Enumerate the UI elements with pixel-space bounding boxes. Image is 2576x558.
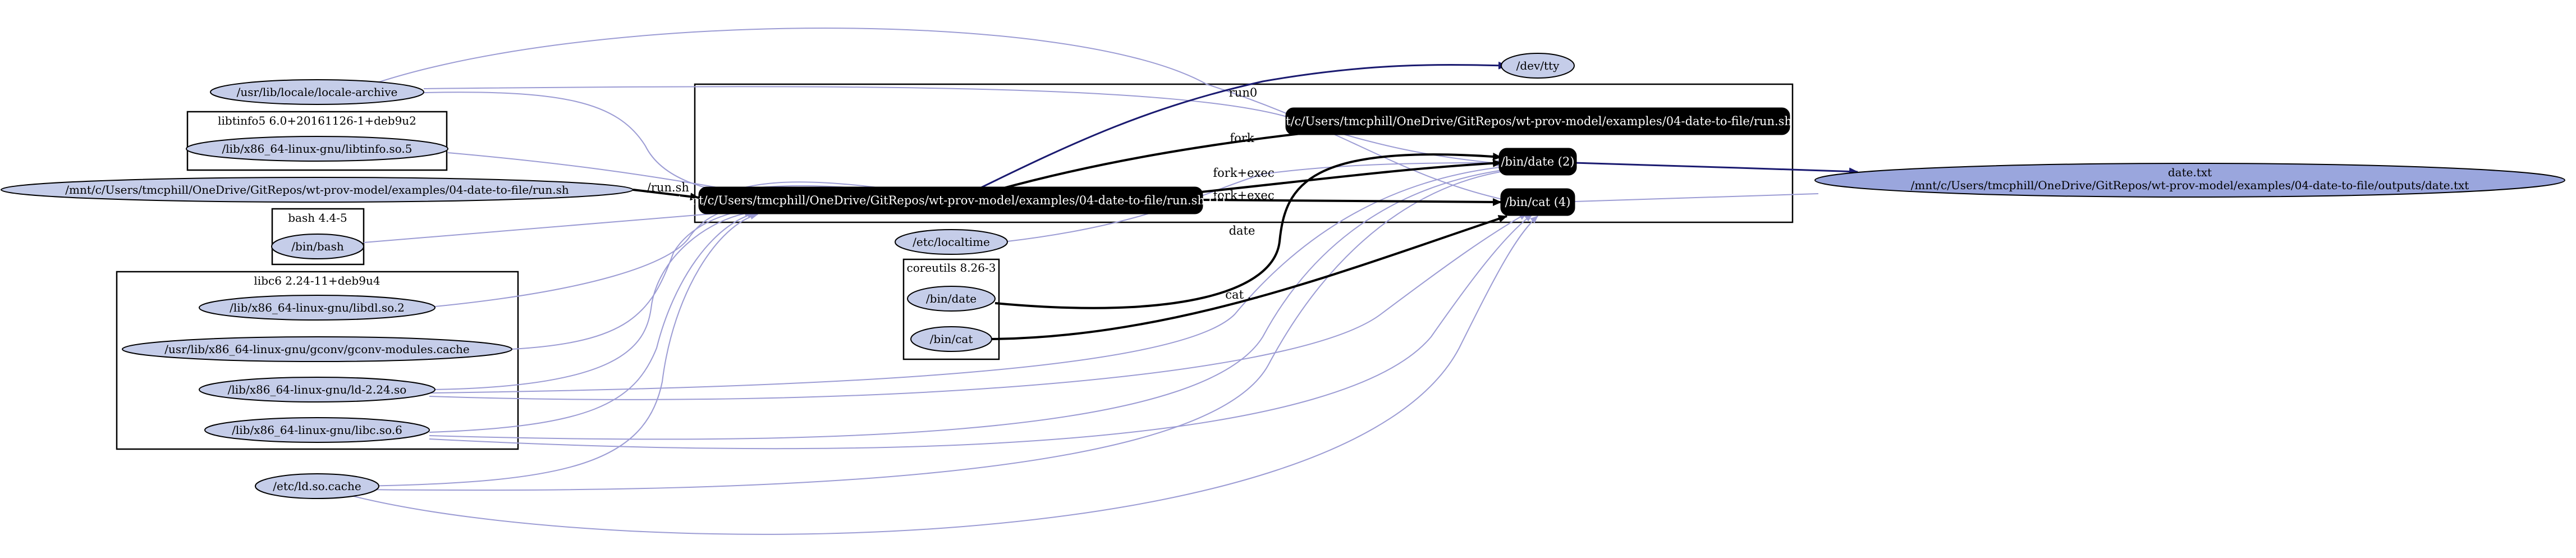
write-edges bbox=[976, 61, 1858, 191]
file-node-localtime[interactable]: /etc/localtime bbox=[895, 229, 1008, 255]
cluster-coreutils-label: coreutils 8.26-3 bbox=[907, 261, 996, 275]
edge-p1-forkexec-date bbox=[1200, 159, 1502, 193]
file-node-libdl[interactable]: /lib/x86_64-linux-gnu/libdl.so.2 bbox=[199, 295, 436, 321]
cluster-bash: bash 4.4-5 bbox=[271, 208, 365, 266]
file-node-locale-archive[interactable]: /usr/lib/locale/locale-archive bbox=[210, 79, 424, 105]
edge-label-date: date bbox=[1229, 224, 1255, 237]
edge-ldcache-to-cat bbox=[353, 216, 1538, 535]
edge-ldcache-to-date bbox=[359, 167, 1516, 491]
file-node-ld-so[interactable]: /lib/x86_64-linux-gnu/ld-2.24.so bbox=[199, 377, 436, 403]
file-label-date-txt-name: date.txt bbox=[2168, 166, 2212, 179]
edge-locale-to-cat bbox=[353, 28, 1516, 204]
file-label-dev-tty: /dev/tty bbox=[1516, 59, 1560, 72]
process-label-p2: /bin/date (2) bbox=[1501, 155, 1574, 168]
cluster-libc6: libc6 2.24-11+deb9u4 bbox=[116, 271, 519, 450]
process-label-p4: /bin/cat (4) bbox=[1505, 195, 1571, 209]
file-node-dev-tty[interactable]: /dev/tty bbox=[1501, 53, 1575, 79]
edge-gconv-to-p1 bbox=[511, 207, 753, 350]
file-label-run-sh: /mnt/c/Users/tmcphill/OneDrive/GitRepos/… bbox=[65, 183, 569, 196]
file-label-date-txt-path: /mnt/c/Users/tmcphill/OneDrive/GitRepos/… bbox=[1911, 179, 2469, 192]
process-label-p3: /mnt/c/Users/tmcphill/OneDrive/GitRepos/… bbox=[1263, 115, 1813, 128]
edge-libc-to-p1 bbox=[429, 212, 755, 433]
edge-bincat-to-cat bbox=[991, 215, 1507, 340]
edge-label-cat: cat ... bbox=[1225, 288, 1258, 301]
file-node-libc-so[interactable]: /lib/x86_64-linux-gnu/libc.so.6 bbox=[204, 417, 430, 443]
process-node-p3[interactable]: /mnt/c/Users/tmcphill/OneDrive/GitRepos/… bbox=[1263, 107, 1813, 135]
process-node-p2[interactable]: /bin/date (2) bbox=[1498, 148, 1577, 176]
edge-runsh-file-to-p1 bbox=[632, 189, 699, 201]
edge-ld-to-cat bbox=[429, 213, 1527, 400]
file-node-libtinfo[interactable]: /lib/x86_64-linux-gnu/libtinfo.so.5 bbox=[186, 136, 448, 162]
cluster-libtinfo: libtinfo5 6.0+20161126-1+deb9u2 bbox=[186, 111, 448, 171]
file-label-libtinfo: /lib/x86_64-linux-gnu/libtinfo.so.5 bbox=[222, 142, 412, 155]
edge-label-fork-exec-2: fork+exec bbox=[1213, 189, 1274, 202]
edge-bindate-to-date bbox=[994, 152, 1502, 309]
file-label-libdl: /lib/x86_64-linux-gnu/libdl.so.2 bbox=[230, 301, 405, 314]
control-edges bbox=[632, 126, 1507, 340]
edge-datetxt-to-cat bbox=[1557, 193, 1819, 205]
file-node-gconv[interactable]: /usr/lib/x86_64-linux-gnu/gconv/gconv-mo… bbox=[122, 336, 512, 362]
file-label-libc-so: /lib/x86_64-linux-gnu/libc.so.6 bbox=[232, 423, 402, 437]
file-node-bin-cat[interactable]: /bin/cat bbox=[910, 326, 992, 352]
edge-ld-to-date bbox=[429, 163, 1510, 394]
edge-label-fork: fork bbox=[1230, 131, 1254, 145]
read-edges bbox=[353, 28, 1819, 535]
edge-p1-to-devtty bbox=[976, 61, 1507, 191]
edge-bash-to-p1 bbox=[363, 208, 753, 243]
process-node-p1[interactable]: /mnt/c/Users/tmcphill/OneDrive/GitRepos/… bbox=[676, 186, 1226, 214]
file-label-locale-archive: /usr/lib/locale/locale-archive bbox=[237, 85, 398, 99]
edge-locale-to-date bbox=[423, 86, 1505, 167]
cluster-libc6-label: libc6 2.24-11+deb9u4 bbox=[254, 274, 380, 287]
file-node-run-sh[interactable]: /mnt/c/Users/tmcphill/OneDrive/GitRepos/… bbox=[1, 177, 634, 203]
cluster-libtinfo-label: libtinfo5 6.0+20161126-1+deb9u2 bbox=[218, 114, 416, 127]
file-label-bin-bash: /bin/bash bbox=[291, 240, 344, 253]
file-label-bin-date: /bin/date bbox=[926, 292, 977, 305]
file-label-ld-so: /lib/x86_64-linux-gnu/ld-2.24.so bbox=[228, 383, 407, 396]
file-node-date-txt[interactable]: date.txt /mnt/c/Users/tmcphill/OneDrive/… bbox=[1814, 163, 2565, 198]
edge-ld-to-p1 bbox=[429, 210, 753, 390]
edge-label-run0: run0 bbox=[1229, 86, 1257, 99]
file-label-gconv: /usr/lib/x86_64-linux-gnu/gconv/gconv-mo… bbox=[164, 342, 470, 356]
cluster-bash-label: bash 4.4-5 bbox=[288, 211, 347, 225]
edge-ldcache-to-p1 bbox=[359, 213, 758, 487]
edge-p1-fork-p3 bbox=[993, 126, 1342, 192]
file-node-bin-bash[interactable]: /bin/bash bbox=[271, 234, 364, 259]
edge-labels: ./run.sh run0 fork fork+exec fork+exec d… bbox=[643, 86, 1275, 301]
file-label-bin-cat: /bin/cat bbox=[930, 332, 973, 346]
process-label-p1: /mnt/c/Users/tmcphill/OneDrive/GitRepos/… bbox=[676, 194, 1226, 207]
edge-libtinfo-to-p1 bbox=[447, 152, 753, 196]
cluster-run-sh bbox=[694, 83, 1794, 223]
edge-localtime-to-date bbox=[1007, 159, 1507, 242]
file-label-localtime: /etc/localtime bbox=[913, 235, 990, 249]
edge-label-run-sh: ./run.sh bbox=[643, 181, 689, 194]
edge-label-fork-exec-1: fork+exec bbox=[1213, 166, 1274, 180]
file-node-bin-date[interactable]: /bin/date bbox=[907, 286, 996, 312]
edge-p1-forkexec-cat bbox=[1200, 198, 1502, 206]
process-node-p4[interactable]: /bin/cat (4) bbox=[1500, 188, 1575, 216]
cluster-coreutils: coreutils 8.26-3 bbox=[902, 258, 1000, 360]
edge-locale-to-p1 bbox=[423, 92, 753, 199]
edge-date-to-datetxt bbox=[1574, 162, 1858, 176]
edge-libc-to-cat bbox=[429, 214, 1533, 450]
edge-libc-to-date bbox=[429, 166, 1516, 440]
file-node-ld-cache[interactable]: /etc/ld.so.cache bbox=[255, 473, 379, 499]
file-label-ld-cache: /etc/ld.so.cache bbox=[273, 479, 361, 493]
